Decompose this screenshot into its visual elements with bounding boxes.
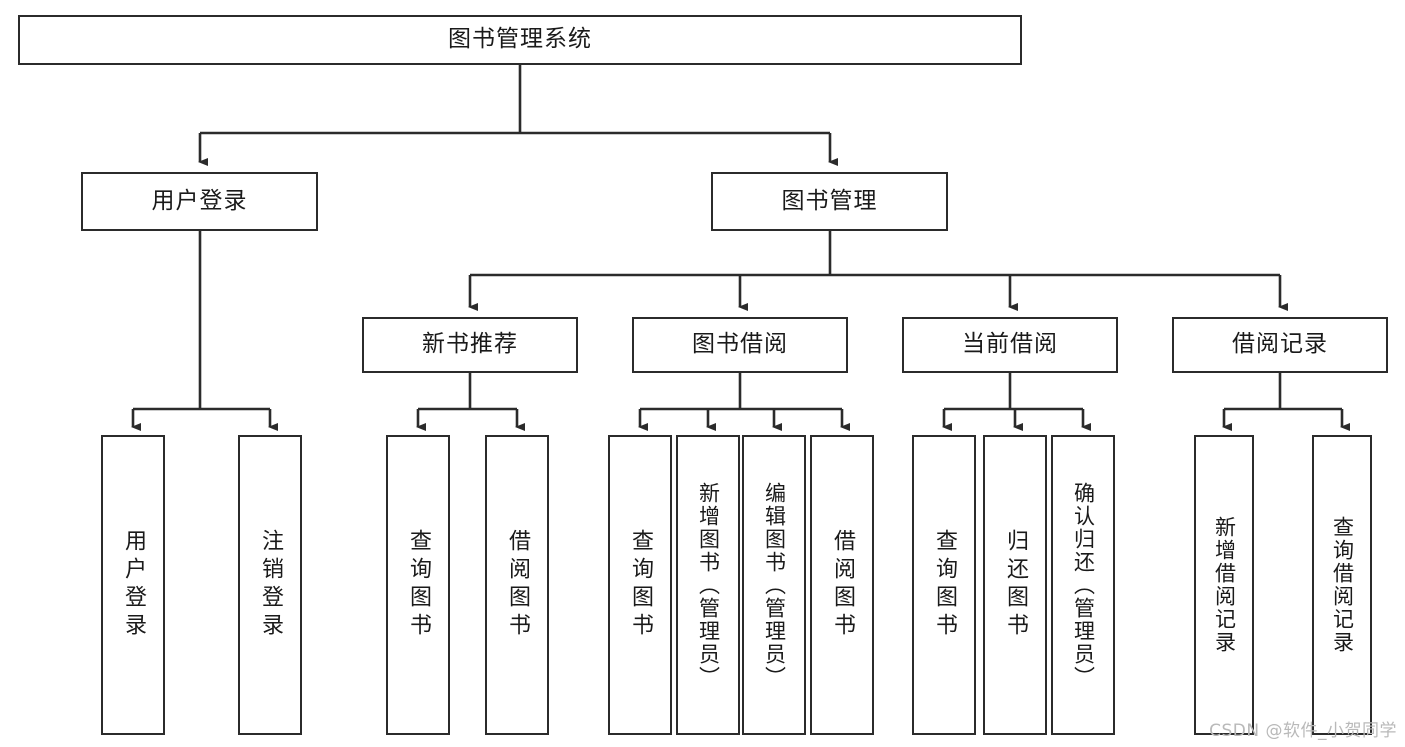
leaf-borrow-add-book-admin[interactable]: 新增图书（管理员） <box>676 435 740 735</box>
node-label: 确认归还（管理员） <box>1071 481 1096 689</box>
leaf-record-query-borrow-record[interactable]: 查询借阅记录 <box>1312 435 1372 735</box>
node-label: 借阅图书 <box>505 529 530 641</box>
leaf-current-confirm-return-admin[interactable]: 确认归还（管理员） <box>1051 435 1115 735</box>
node-book-borrow[interactable]: 图书借阅 <box>632 317 848 373</box>
node-label: 新书推荐 <box>422 331 518 358</box>
node-label: 用户登录 <box>121 529 146 641</box>
node-label: 查询借阅记录 <box>1330 516 1355 654</box>
node-label: 图书管理系统 <box>448 26 592 53</box>
node-label: 查询图书 <box>932 529 957 641</box>
leaf-user-login-login[interactable]: 用户登录 <box>101 435 165 735</box>
node-label: 编辑图书（管理员） <box>762 481 787 689</box>
leaf-recommend-borrow-book[interactable]: 借阅图书 <box>485 435 549 735</box>
node-user-login[interactable]: 用户登录 <box>81 172 318 231</box>
node-root-book-management-system[interactable]: 图书管理系统 <box>18 15 1022 65</box>
node-label: 当前借阅 <box>962 331 1058 358</box>
leaf-current-return-book[interactable]: 归还图书 <box>983 435 1047 735</box>
node-label: 借阅图书 <box>830 529 855 641</box>
leaf-current-query-book[interactable]: 查询图书 <box>912 435 976 735</box>
leaf-record-add-borrow-record[interactable]: 新增借阅记录 <box>1194 435 1254 735</box>
leaf-user-login-logout[interactable]: 注销登录 <box>238 435 302 735</box>
node-label: 查询图书 <box>628 529 653 641</box>
node-label: 图书管理 <box>781 187 878 214</box>
node-current-borrow[interactable]: 当前借阅 <box>902 317 1118 373</box>
node-borrow-record[interactable]: 借阅记录 <box>1172 317 1388 373</box>
csdn-watermark: CSDN @软件_小贺同学 <box>1209 721 1397 741</box>
node-label: 注销登录 <box>258 529 283 641</box>
leaf-borrow-edit-book-admin[interactable]: 编辑图书（管理员） <box>742 435 806 735</box>
node-label: 新增图书（管理员） <box>696 481 721 689</box>
node-label: 借阅记录 <box>1232 331 1328 358</box>
node-label: 图书借阅 <box>692 331 788 358</box>
node-label: 新增借阅记录 <box>1212 516 1237 654</box>
leaf-borrow-query-book[interactable]: 查询图书 <box>608 435 672 735</box>
node-book-management[interactable]: 图书管理 <box>711 172 948 231</box>
leaf-borrow-borrow-book[interactable]: 借阅图书 <box>810 435 874 735</box>
leaf-recommend-query-book[interactable]: 查询图书 <box>386 435 450 735</box>
node-label: 用户登录 <box>151 187 248 214</box>
node-label: 归还图书 <box>1003 529 1028 641</box>
node-new-book-recommend[interactable]: 新书推荐 <box>362 317 578 373</box>
node-label: 查询图书 <box>406 529 431 641</box>
